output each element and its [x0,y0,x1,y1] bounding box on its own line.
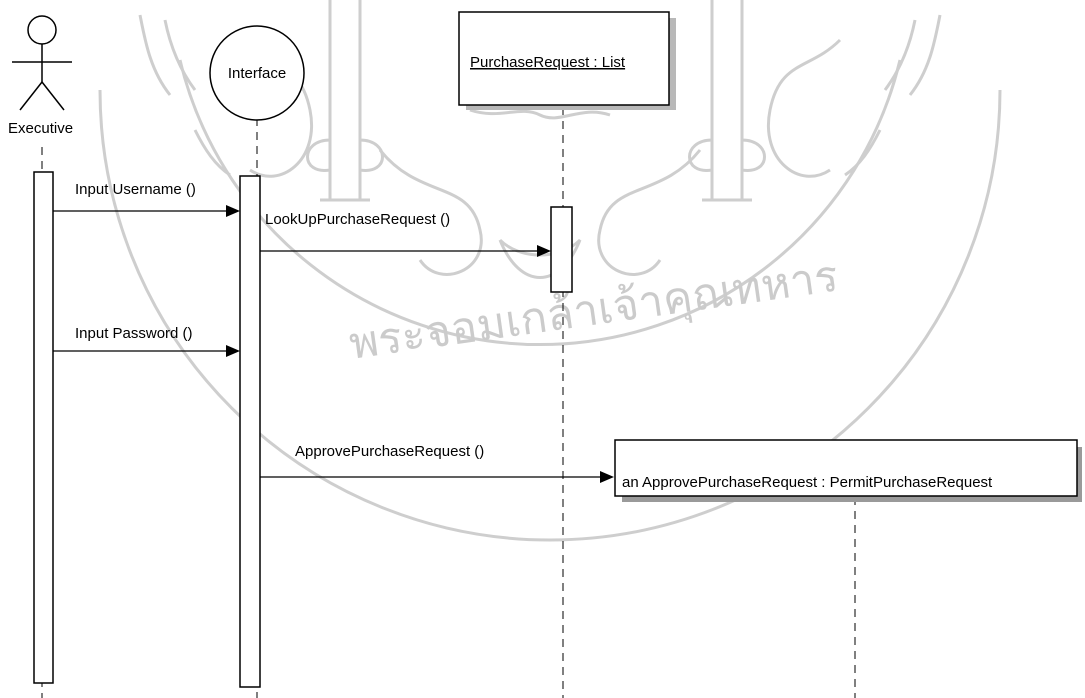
activation-bars [34,172,572,687]
message-approve-purchase-request: ApprovePurchaseRequest () [260,443,614,483]
interface-object: Interface [210,26,304,120]
arrowhead-icon [226,205,240,217]
message-input-username: Input Username () [53,181,240,217]
approve-object-label: an ApprovePurchaseRequest : PermitPurcha… [622,474,993,491]
watermark-thai-text: พระจอมเกล้าเจ้าคุณทหาร [346,251,841,371]
message-label: Input Password () [75,325,193,342]
arrowhead-icon [600,471,614,483]
activation-interface [240,176,260,687]
actor-executive-label: Executive [8,120,73,137]
approve-object: an ApprovePurchaseRequest : PermitPurcha… [615,440,1082,502]
message-label: ApprovePurchaseRequest () [295,443,484,460]
activation-executive [34,172,53,683]
interface-label: Interface [228,65,286,82]
message-label: Input Username () [75,181,196,198]
actor-executive [12,16,72,110]
message-lookup-purchase-request: LookUpPurchaseRequest () [260,211,551,257]
actor-head-icon [28,16,56,44]
arrowhead-icon [226,345,240,357]
message-input-password: Input Password () [53,325,240,357]
purchase-request-list-label: PurchaseRequest : List [470,54,626,71]
activation-purchase-request-list [551,207,572,292]
message-label: LookUpPurchaseRequest () [265,211,450,228]
purchase-request-list-object: PurchaseRequest : List [459,12,676,110]
